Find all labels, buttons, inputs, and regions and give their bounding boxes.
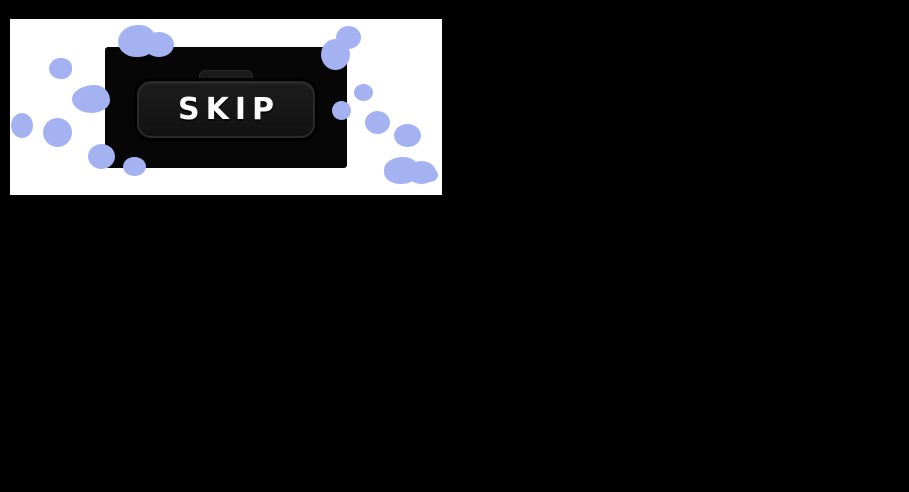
paint-blob: [365, 111, 390, 134]
paint-blob: [43, 118, 72, 147]
paint-blob: [354, 84, 373, 101]
skip-button[interactable]: SKIP: [137, 81, 315, 138]
paint-blob: [384, 157, 419, 184]
paint-blob: [421, 168, 438, 182]
paint-blob: [394, 124, 421, 147]
paint-blob: [336, 26, 361, 49]
paint-blob: [11, 113, 33, 138]
paint-blob: [407, 161, 436, 184]
game-viewport: SKIP: [10, 19, 442, 195]
cutscene-stage: SKIP: [105, 47, 347, 168]
paint-blob: [49, 58, 72, 79]
